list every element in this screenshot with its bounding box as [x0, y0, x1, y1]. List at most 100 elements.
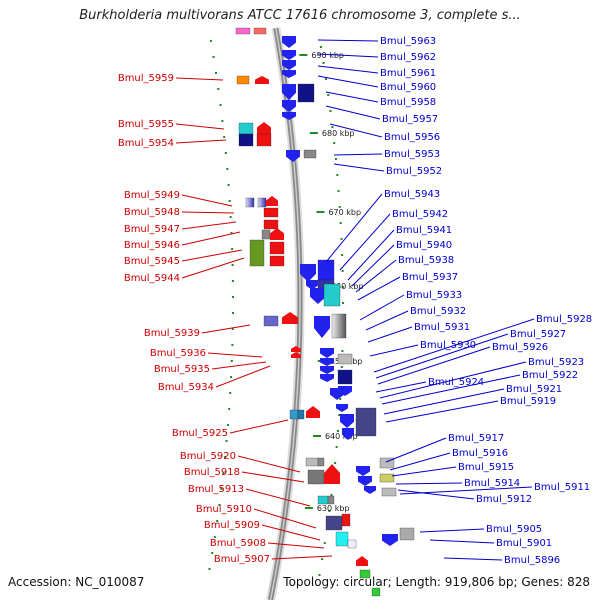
leader-line — [317, 75, 379, 88]
kbp-label: 660 kbp — [331, 282, 364, 291]
ring-tick — [227, 184, 230, 186]
gene-block — [261, 229, 271, 240]
gene-label-right: Bmul_5928 — [536, 314, 592, 325]
gene-label-right: Bmul_5922 — [522, 370, 578, 381]
ring-tick — [330, 494, 333, 496]
leader-line — [317, 39, 379, 42]
leader-line — [229, 419, 289, 434]
ring-tick — [338, 414, 341, 416]
leader-line — [181, 257, 245, 279]
gene-arrow-down — [320, 374, 334, 382]
gene-label-left: Bmul_5948 — [124, 207, 180, 218]
leader-line — [325, 91, 379, 103]
gene-arrow-down — [282, 100, 296, 112]
gene-label-left: Bmul_5939 — [144, 328, 200, 339]
gene-label-right: Bmul_5942 — [392, 209, 448, 220]
gene-label-left: Bmul_5934 — [158, 382, 214, 393]
ring-tick — [341, 350, 344, 352]
leader-line — [355, 259, 397, 293]
gene-label-right: Bmul_5915 — [458, 462, 514, 473]
gene-label-left: Bmul_5946 — [124, 240, 180, 251]
ring-tick — [231, 280, 234, 282]
ring-tick — [229, 392, 232, 394]
gene-block — [238, 122, 254, 135]
ring-tick — [340, 238, 343, 240]
gene-block — [379, 457, 395, 469]
leader-line — [181, 211, 235, 214]
ring-tick — [333, 142, 336, 144]
kbp-label: 670 kbp — [328, 208, 361, 217]
gene-arrow-up — [255, 76, 269, 84]
gene-label-left: Bmul_5945 — [124, 256, 180, 267]
ring-tick — [215, 72, 217, 74]
ring-tick — [338, 206, 341, 208]
leader-line — [333, 163, 385, 172]
leader-line — [267, 542, 325, 549]
gene-label-left: Bmul_5909 — [204, 520, 260, 531]
gene-arrow-up — [291, 346, 301, 352]
gene-label-left: Bmul_5935 — [154, 364, 210, 375]
ring-tick — [341, 270, 344, 272]
gene-block — [341, 513, 351, 527]
gene-block — [327, 495, 335, 505]
gene-block — [371, 587, 381, 597]
leader-line — [317, 65, 379, 74]
ring-tick — [335, 446, 338, 448]
leader-line — [241, 471, 305, 483]
gene-arrow-down — [358, 476, 372, 486]
gene-label-right: Bmul_5932 — [410, 306, 466, 317]
gene-block — [249, 239, 265, 267]
ring-tick — [323, 542, 326, 544]
gene-label-right: Bmul_5961 — [380, 68, 436, 79]
gene-block — [317, 457, 325, 467]
gene-block — [323, 283, 341, 307]
gene-arrow-down — [286, 150, 300, 162]
gene-arrow-down — [320, 358, 334, 366]
ring-tick — [342, 302, 344, 304]
gene-label-left: Bmul_5925 — [172, 428, 228, 439]
leader-line — [367, 326, 413, 343]
leader-line — [443, 557, 503, 561]
gene-block — [236, 75, 250, 85]
ring-tick — [231, 328, 234, 330]
ring-tick — [337, 430, 339, 432]
gene-arrow-down — [342, 428, 354, 440]
gene-arrow-down — [306, 280, 318, 290]
gene-label-right: Bmul_5943 — [384, 189, 440, 200]
gene-label-right: Bmul_5919 — [500, 396, 556, 407]
gene-label-right: Bmul_5924 — [428, 377, 484, 388]
leader-line — [385, 437, 447, 463]
leader-line — [181, 221, 237, 230]
leader-line — [375, 333, 509, 379]
leader-line — [271, 555, 333, 560]
gene-block — [359, 569, 371, 579]
leader-line — [175, 77, 224, 81]
kbp-label: 640 kbp — [325, 432, 358, 441]
gene-label-right: Bmul_5912 — [476, 494, 532, 505]
leader-line — [175, 123, 225, 130]
ring-tick — [232, 312, 234, 314]
gene-label-right: Bmul_5926 — [492, 342, 548, 353]
leader-line — [181, 249, 243, 262]
gene-label-right: Bmul_5962 — [380, 52, 436, 63]
ring-tick — [216, 520, 219, 522]
leader-line — [395, 482, 463, 485]
gene-block — [257, 197, 267, 208]
ring-tick — [209, 40, 212, 42]
gene-label-left: Bmul_5910 — [196, 504, 252, 515]
gene-block — [238, 133, 254, 147]
gene-arrow-down — [282, 70, 296, 78]
gene-arrow-down — [336, 404, 348, 412]
gene-block — [347, 539, 357, 549]
gene-label-left: Bmul_5907 — [214, 554, 270, 565]
ring-tick — [319, 46, 322, 48]
ring-tick — [232, 296, 234, 298]
ring-tick — [322, 62, 325, 64]
gene-arrow-down — [340, 414, 354, 428]
gene-block — [297, 83, 315, 103]
gene-arrow-up — [266, 196, 278, 206]
ring-tick — [219, 104, 222, 106]
gene-arrow-down — [382, 534, 398, 546]
gene-arrow-down — [282, 36, 296, 48]
ring-tick — [213, 536, 216, 538]
